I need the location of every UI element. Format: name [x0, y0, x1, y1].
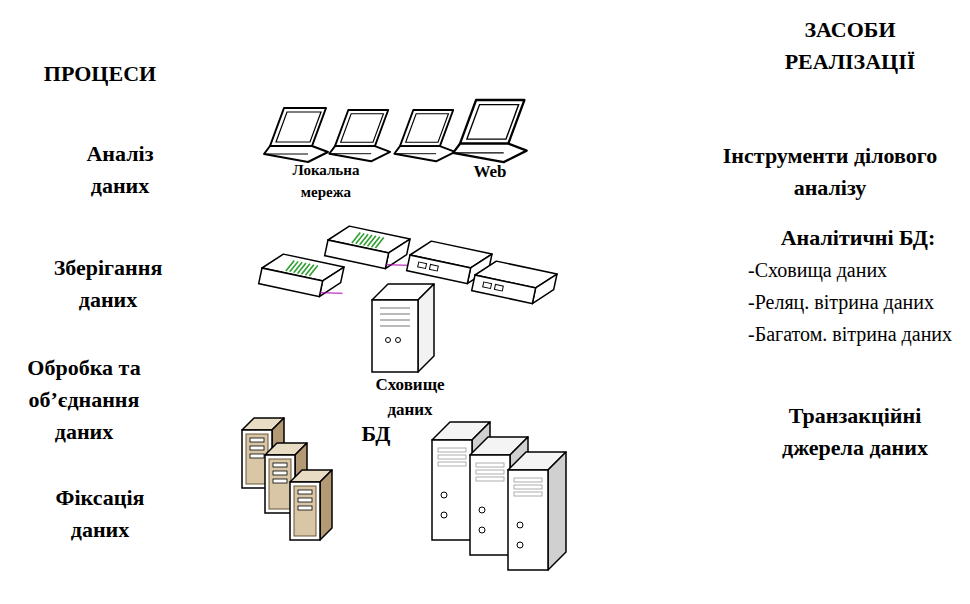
network-label: Web	[460, 160, 520, 185]
laptop-icon	[264, 108, 328, 162]
tool-label: Транзакційні джерела даних	[780, 400, 930, 464]
transaction-server	[508, 452, 566, 570]
laptop-icon	[453, 100, 527, 162]
tool-label: Інструменти ділового аналізу	[723, 140, 938, 204]
server-tower	[372, 284, 434, 372]
laptop-icon	[329, 110, 390, 161]
network-device	[325, 222, 414, 273]
column-heading: ПРОЦЕСИ	[10, 58, 190, 90]
process-label: Аналіз даних	[65, 138, 175, 202]
list-item: -Сховища даних	[748, 256, 887, 285]
tool-label: Аналітичні БД:	[781, 222, 936, 254]
database-server	[290, 470, 332, 540]
list-item: -Багатом. вітрина даних	[748, 320, 952, 349]
database-label: БД	[351, 418, 401, 450]
storage-label: Сховище даних	[365, 373, 455, 422]
network-device	[472, 257, 557, 307]
network-label: Локальна мережа	[278, 160, 374, 204]
process-label: Зберігання даних	[38, 252, 178, 316]
process-label: Обробка та об’єднання даних	[4, 352, 164, 448]
column-heading: ЗАСОБИ РЕАЛІЗАЦІЇ	[755, 14, 945, 78]
process-label: Фіксація даних	[40, 482, 160, 546]
laptop-icon	[394, 110, 455, 161]
list-item: -Реляц. вітрина даних	[748, 288, 934, 317]
